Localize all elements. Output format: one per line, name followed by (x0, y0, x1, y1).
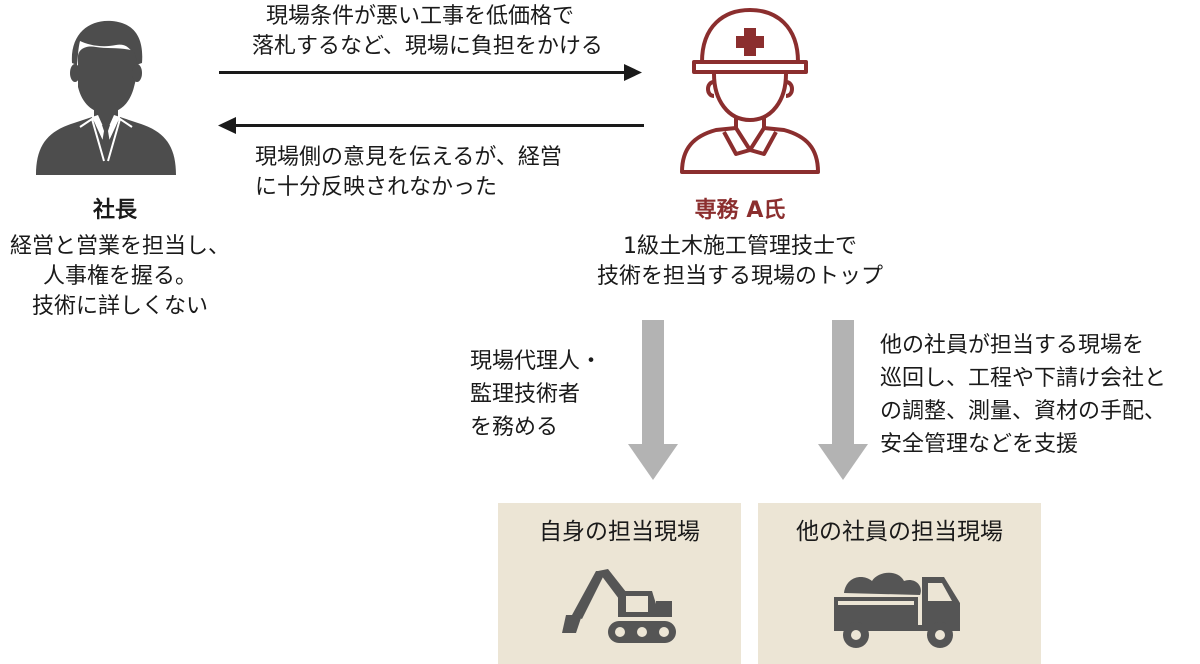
businessman-icon (36, 20, 176, 175)
down-left-text-line-1: 現場代理人・ (470, 349, 603, 374)
arrow-right-head-icon (624, 64, 642, 81)
down-right-text-line-1: 他の社員が担当する現場を (880, 333, 1145, 358)
down-arrow-left-icon (628, 320, 678, 480)
arrow-left-text-line-1: 現場側の意見を伝えるが、経営 (255, 145, 562, 170)
down-right-text-line-3: の調整、測量、資材の手配、 (880, 399, 1167, 424)
down-left-text-line-3: を務める (470, 415, 559, 440)
president-desc-line-1: 経営と営業を担当し、 (9, 234, 230, 259)
others-site-box: 他の社員の担当現場 (758, 503, 1041, 664)
president-title: 社長 (92, 198, 137, 223)
director-desc-line-1: 1級土木施工管理技士で (623, 234, 857, 259)
arrow-right-text-line-1: 現場条件が悪い工事を低価格で (266, 4, 575, 29)
down-right-text-line-2: 巡回し、工程や下請け会社と (880, 366, 1167, 391)
down-right-text-line-4: 安全管理などを支援 (880, 432, 1079, 457)
down-arrow-right-icon (818, 320, 868, 480)
dump-truck-icon (834, 572, 960, 648)
director-desc-line-2: 技術を担当する現場のトップ (596, 264, 883, 289)
arrow-right-line (219, 71, 629, 74)
excavator-icon (562, 569, 676, 643)
construction-worker-icon (680, 8, 820, 174)
down-left-text-line-2: 監理技術者 (470, 382, 581, 407)
own-site-title: 自身の担当現場 (539, 519, 700, 545)
arrow-left-line (232, 124, 644, 127)
president-desc-line-3: 技術に詳しくない (31, 294, 208, 319)
arrow-right-text-line-2: 落札するなど、現場に負担をかける (252, 34, 603, 59)
own-site-box: 自身の担当現場 (498, 503, 741, 664)
others-site-title: 他の社員の担当現場 (796, 519, 1003, 545)
arrow-left-text-line-2: に十分反映されなかった (255, 175, 498, 200)
director-title: 専務 A氏 (694, 198, 786, 223)
arrow-left-head-icon (218, 117, 236, 134)
president-desc-line-2: 人事権を握る。 (42, 264, 197, 289)
